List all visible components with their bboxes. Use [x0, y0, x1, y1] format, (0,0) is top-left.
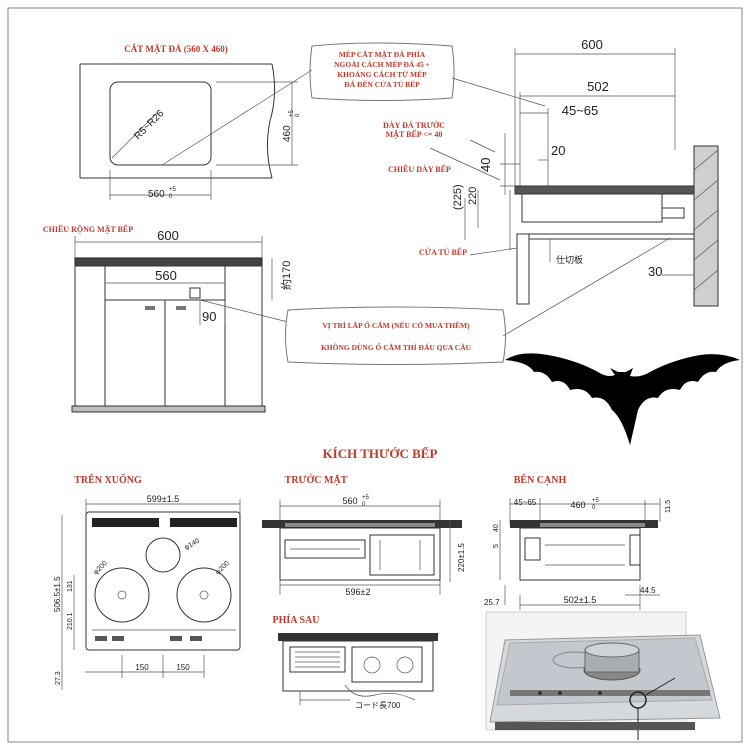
side-225: (225): [452, 184, 464, 210]
bat-silhouette: [505, 353, 740, 445]
back-view-drawing: [278, 633, 438, 705]
cut-width: 560: [148, 189, 165, 200]
sidev-44: 44.5: [640, 586, 656, 595]
top-506: 506.5±1.5: [53, 576, 62, 612]
back-view-title: PHÍA SAU: [273, 614, 320, 626]
top-210: 210.1: [67, 612, 74, 630]
sidev-5: 5: [493, 544, 500, 548]
top-150b: 150: [176, 663, 190, 672]
frontv-tol-bot: 0: [362, 502, 366, 508]
callout-outlet-line1: VỊ TRÍ LẮP Ổ CẮM (NẾU CÓ MUA THÊM): [322, 320, 470, 330]
callout-outlet-line2: KHÔNG DÙNG Ổ CẮM THÌ ĐẤU QUA CẦU: [321, 342, 472, 352]
top-131: 131: [67, 580, 74, 592]
frontv-596: 596±2: [346, 587, 371, 597]
top-view-title: TRÊN XUỐNG: [74, 473, 142, 486]
sidev-tol-bot: 0: [592, 505, 596, 511]
callout-edge-line2: NGOÀI CÁCH MÉP ĐÁ 45 +: [334, 59, 430, 69]
callout-outlet: [285, 237, 671, 365]
top-200a: φ200: [92, 560, 108, 576]
front-600: 600: [157, 228, 179, 243]
front-560: 560: [155, 268, 177, 283]
side-view-title: BÊN CẠNH: [514, 474, 567, 486]
top-27: 27.3: [55, 671, 62, 685]
cut-depth-tol-top: +5: [289, 109, 295, 117]
frontv-tol-top: +5: [362, 495, 370, 501]
cut-depth-tol-bot: 0: [295, 113, 301, 117]
front-view-title: TRƯỚC MẶT: [285, 473, 348, 486]
top-599: 599±1.5: [147, 494, 179, 504]
frontv-560: 560: [342, 496, 357, 506]
section-title: KÍCH THƯỚC BẾP: [323, 446, 438, 461]
cut-depth: 460: [282, 125, 293, 142]
side-install-drawing: [429, 48, 719, 307]
sidev-45-65: 45~65: [514, 498, 537, 507]
sidev-11: 11.5: [665, 500, 672, 513]
side-thick-label: CHIỀU DÀY BẾP: [388, 164, 451, 174]
sidev-25: 25.7: [484, 598, 500, 607]
side-40: 40: [478, 158, 493, 172]
front-90: 90: [202, 309, 216, 324]
side-stone-label1: DÀY ĐÁ TRƯỚC: [383, 120, 445, 130]
sidev-460: 460: [570, 500, 585, 510]
top-150a: 150: [135, 663, 149, 672]
side-door-label: CỬA TỦ BẾP: [419, 247, 467, 257]
side-45-65: 45~65: [562, 103, 599, 118]
callout-edge-line3: KHOẢNG CÁCH TỪ MÉP: [337, 69, 427, 79]
callout-edge-line1: MÉP CẮT MẶT ĐÁ PHÍA: [339, 49, 426, 59]
side-partition: 仕切板: [556, 254, 583, 265]
side-600: 600: [581, 37, 603, 52]
sheet-border: [7, 7, 743, 743]
top-140: φ140: [184, 538, 202, 552]
front-install-drawing: [71, 236, 289, 413]
cut-width-tol-bot: 0: [169, 194, 173, 200]
top-view-drawing: [61, 499, 241, 690]
callout-edge: [161, 42, 546, 166]
cutout-drawing: [79, 63, 298, 200]
side-view-drawing: [499, 498, 661, 610]
cut-radius: R5~R26: [132, 108, 166, 142]
side-220: 220: [467, 187, 479, 205]
frontv-220: 220±1.5: [457, 543, 466, 572]
sidev-40: 40: [493, 524, 500, 532]
cut-title: CẮT MẶT ĐÁ (560 X 460): [124, 44, 227, 54]
sidev-502: 502±1.5: [564, 595, 596, 605]
callout-edge-line4: ĐÁ ĐẾN CỬA TỦ BẾP: [344, 79, 420, 89]
front-view-drawing: [262, 500, 462, 595]
front-install-title: CHIỀU RỘNG MẶT BẾP: [43, 224, 133, 234]
cutout-hole: [109, 81, 212, 166]
sidev-tol-top: +5: [592, 498, 600, 504]
front-170: 約170: [279, 261, 293, 290]
top-200b: φ200: [214, 560, 230, 576]
cooktop-photo: [485, 611, 721, 740]
back-cord: コード長700: [355, 701, 401, 710]
side-30: 30: [648, 264, 662, 279]
side-502: 502: [587, 79, 609, 94]
cut-width-tol-top: +5: [169, 187, 177, 193]
side-stone-label2: MẶT BẾP <= 40: [386, 129, 443, 139]
side-20: 20: [551, 143, 565, 158]
